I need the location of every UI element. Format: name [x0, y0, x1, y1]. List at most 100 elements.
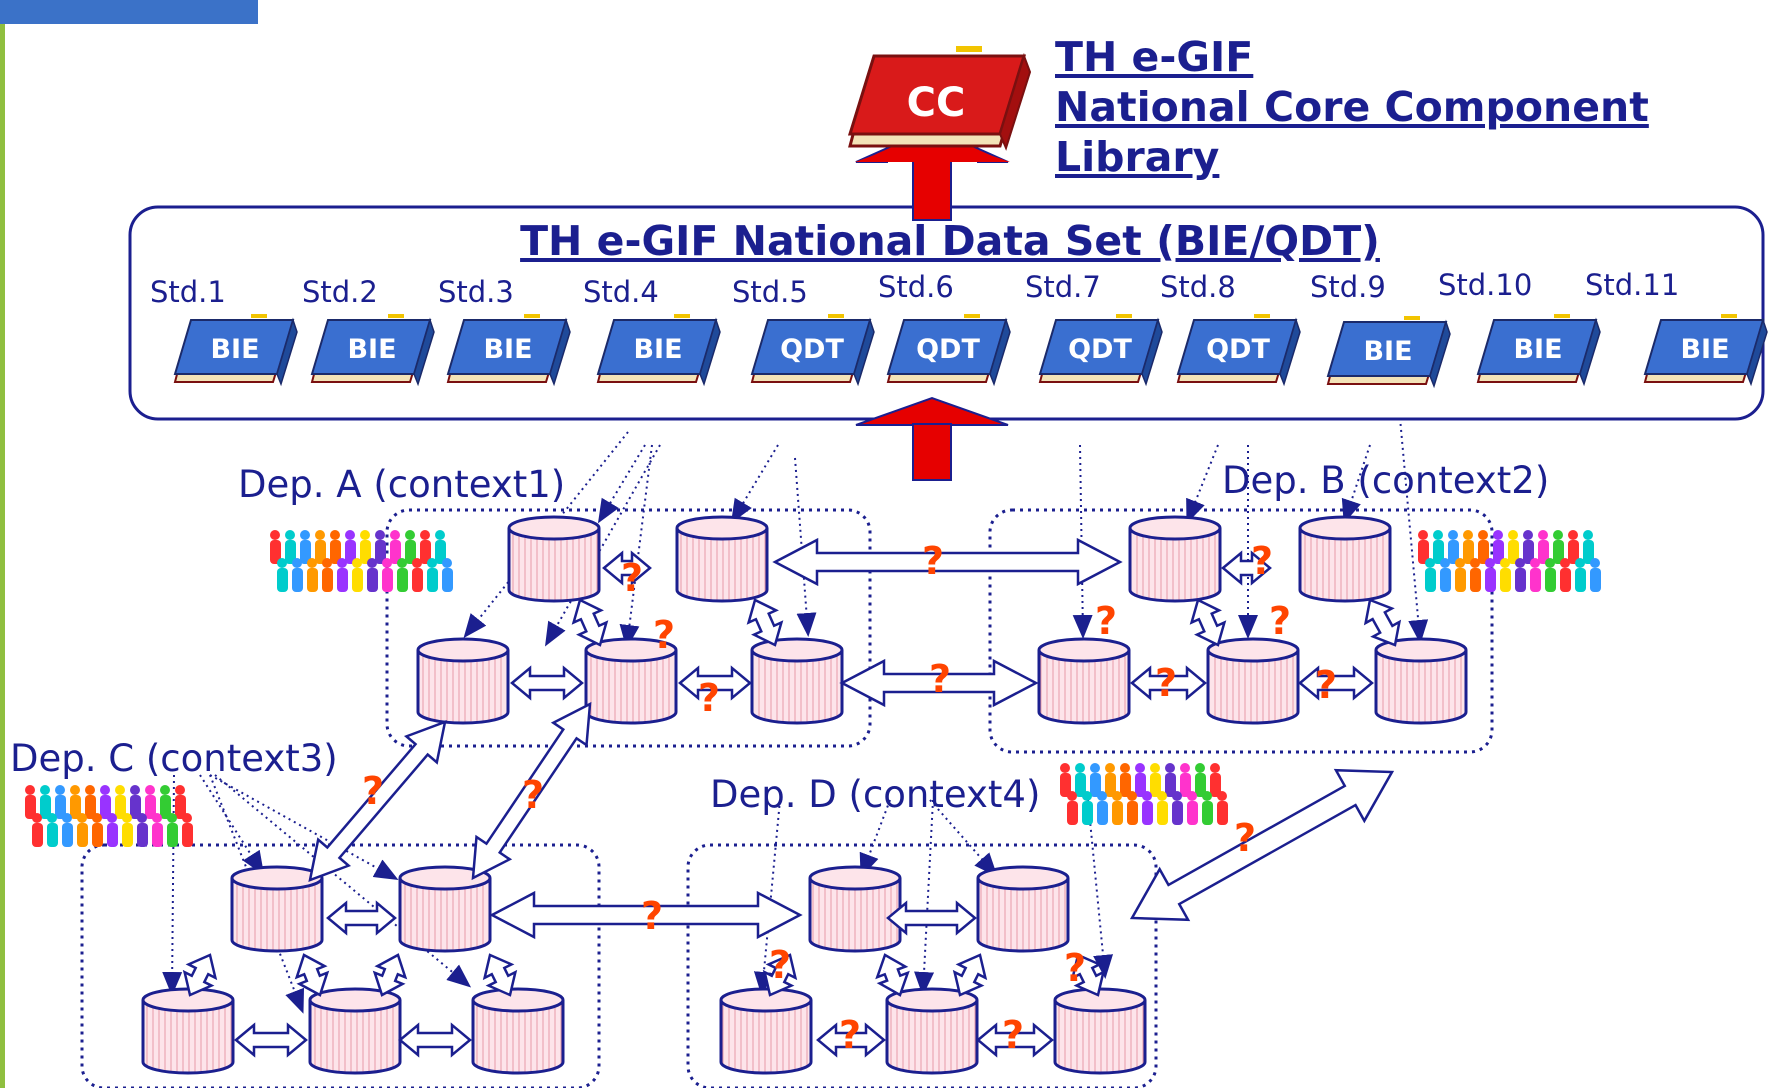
- people-crowds: [25, 530, 1601, 847]
- double-arrow: [1363, 598, 1402, 647]
- question-mark: ?: [1064, 946, 1086, 990]
- double-arrow: [308, 720, 447, 882]
- database-icon: [808, 865, 902, 953]
- double-arrow: [1298, 665, 1374, 701]
- book-label: BIE: [347, 334, 396, 365]
- question-mark: ?: [522, 773, 544, 817]
- book-label: QDT: [916, 334, 980, 365]
- double-arrow: [398, 1022, 472, 1058]
- std-label-5: Std.5: [732, 275, 808, 309]
- database-icon: [1128, 515, 1222, 603]
- double-arrow: [482, 953, 518, 997]
- dotted-connector: [730, 444, 779, 524]
- double-arrow: [471, 701, 592, 881]
- question-marks: ??????????????????: [362, 539, 1337, 1057]
- book-label: QDT: [1206, 334, 1270, 365]
- cc-book-icon: CC: [847, 46, 1032, 151]
- double-arrow: [678, 665, 752, 701]
- dep-c-label: Dep. C (context3): [10, 737, 338, 780]
- dep-b-box: [988, 508, 1494, 754]
- dotted-connector: [214, 774, 472, 988]
- double-arrow: [1189, 598, 1227, 647]
- blue-book-icon: QDT: [1176, 314, 1301, 387]
- book-label: QDT: [1068, 334, 1132, 365]
- question-mark: ?: [653, 613, 675, 657]
- double-arrow: [372, 953, 408, 997]
- database-icon: [471, 987, 565, 1075]
- book-label: QDT: [780, 334, 844, 365]
- dotted-connector: [1341, 444, 1371, 524]
- question-mark: ?: [698, 676, 720, 720]
- double-arrow: [762, 953, 798, 997]
- side-accent-bar: [0, 24, 5, 1088]
- question-mark: ?: [641, 894, 663, 938]
- double-arrow: [976, 1022, 1054, 1058]
- blue-book-icon: BIE: [310, 314, 435, 387]
- blue-book-icon: QDT: [1038, 314, 1163, 387]
- blue-book-icon: BIE: [1326, 316, 1451, 389]
- database-icon: [719, 987, 813, 1075]
- database-icon: [507, 515, 601, 603]
- blue-book-icon: BIE: [1643, 314, 1768, 387]
- library-title: TH e-GIF National Core Component Library: [1055, 32, 1790, 182]
- std-label-4: Std.4: [583, 275, 659, 309]
- crowd-icon: [1060, 763, 1228, 825]
- database-icon: [416, 637, 510, 725]
- std-label-9: Std.9: [1310, 270, 1386, 304]
- dep-a-box: [385, 508, 872, 748]
- book-label: BIE: [483, 334, 532, 365]
- question-mark: ?: [929, 657, 951, 701]
- database-icon: [308, 987, 402, 1075]
- std-label-2: Std.2: [302, 275, 378, 309]
- question-mark: ?: [1315, 663, 1337, 707]
- cc-book-label: CC: [907, 80, 966, 126]
- corner-tab: [0, 0, 258, 24]
- inter-department-arrows: [308, 537, 1395, 940]
- double-arrow: [1130, 665, 1207, 701]
- crowd-icon: [270, 530, 453, 592]
- question-mark: ?: [1155, 661, 1177, 705]
- book-label: BIE: [1363, 336, 1412, 367]
- dataset-title: TH e-GIF National Data Set (BIE/QDT): [520, 217, 1380, 265]
- std-label-3: Std.3: [438, 275, 514, 309]
- database-icon: [1053, 987, 1147, 1075]
- crowd-icon: [25, 785, 193, 847]
- red-up-arrow-bottom: [855, 396, 1009, 481]
- std-label-10: Std.10: [1438, 268, 1533, 302]
- dep-b-label: Dep. B (context2): [1222, 459, 1550, 502]
- dotted-connector: [597, 444, 646, 524]
- database-icon: [398, 865, 492, 953]
- library-title-line1: TH e-GIF: [1055, 33, 1254, 81]
- dotted-connectors: [162, 417, 1429, 1014]
- std-label-11: Std.11: [1585, 268, 1680, 302]
- double-arrow: [510, 665, 584, 701]
- blue-book-icon: QDT: [886, 314, 1011, 387]
- database-icon: [885, 987, 979, 1075]
- database-icon: [141, 987, 235, 1075]
- double-arrow: [772, 537, 1123, 587]
- question-mark: ?: [621, 556, 643, 600]
- crowd-icon: [1418, 530, 1601, 592]
- database-icon: [1037, 637, 1131, 725]
- question-mark: ?: [769, 943, 791, 987]
- book-label: BIE: [210, 334, 259, 365]
- double-arrow: [602, 550, 652, 586]
- double-arrow: [1070, 953, 1106, 997]
- blue-book-icon: BIE: [173, 314, 298, 387]
- blue-book-icon: BIE: [596, 314, 721, 387]
- book-label: BIE: [633, 334, 682, 365]
- question-mark: ?: [1269, 599, 1291, 643]
- question-mark: ?: [839, 1013, 861, 1057]
- dotted-connector: [162, 774, 183, 996]
- database-icon: [1298, 515, 1392, 603]
- dotted-connector: [914, 799, 935, 996]
- question-mark: ?: [1002, 1013, 1024, 1057]
- std-label-1: Std.1: [150, 275, 226, 309]
- database-icon: [750, 637, 844, 725]
- question-mark: ?: [1234, 816, 1256, 860]
- dotted-connector: [1087, 799, 1114, 979]
- double-arrow: [746, 598, 784, 647]
- double-arrow: [294, 953, 330, 997]
